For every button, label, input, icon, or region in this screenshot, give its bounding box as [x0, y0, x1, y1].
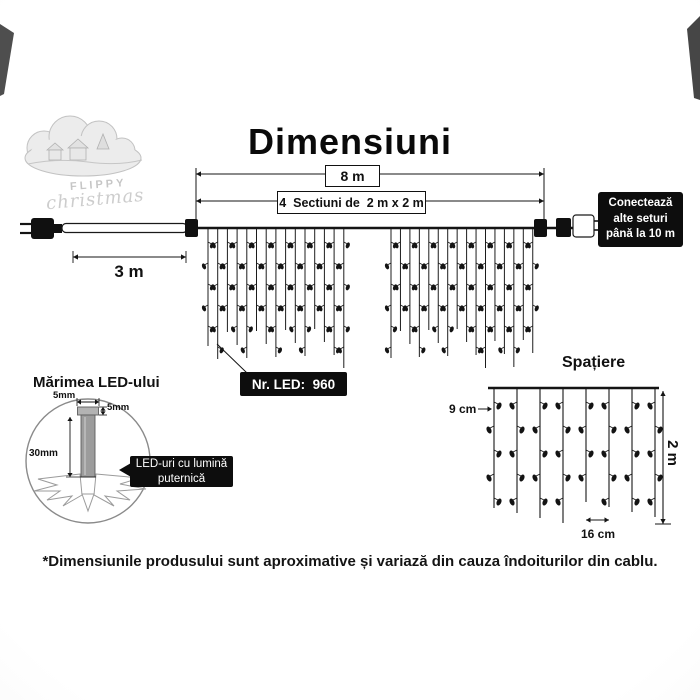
led-size-heading: Mărimea LED-ului — [33, 374, 160, 391]
sections-label: 4 Sectiuni de 2 m x 2 m — [277, 191, 426, 214]
connect-note-line3: până la 10 m — [605, 228, 676, 241]
footnote: *Dimensiunile produsului sunt aproximati… — [42, 553, 658, 570]
string-gap-label: 16 cm — [580, 527, 616, 541]
led-note-line2: puternică — [157, 472, 206, 485]
page-title: Dimensiuni — [247, 121, 453, 162]
led-cap-width-label: 5mm — [53, 390, 76, 401]
led-cap-height-label: 5mm — [107, 402, 130, 413]
led-gap-label: 9 cm — [449, 402, 477, 416]
led-note: LED-uri cu lumină puternică — [130, 456, 233, 487]
total-width-label: 8 m — [325, 165, 380, 187]
lead-length-label: 3 m — [114, 262, 144, 281]
connect-note-line1: Conectează — [608, 197, 673, 210]
connect-note: Conectează alte seturi până la 10 m — [598, 192, 683, 247]
led-note-line1: LED-uri cu lumină — [135, 457, 228, 470]
drop-height-label: 2 m — [664, 440, 681, 466]
led-count-label: Nr. LED: 960 — [240, 372, 347, 396]
led-body-length-label: 30mm — [29, 448, 58, 459]
spacing-heading: Spațiere — [562, 354, 626, 371]
connect-note-line2: alte seturi — [613, 212, 668, 225]
